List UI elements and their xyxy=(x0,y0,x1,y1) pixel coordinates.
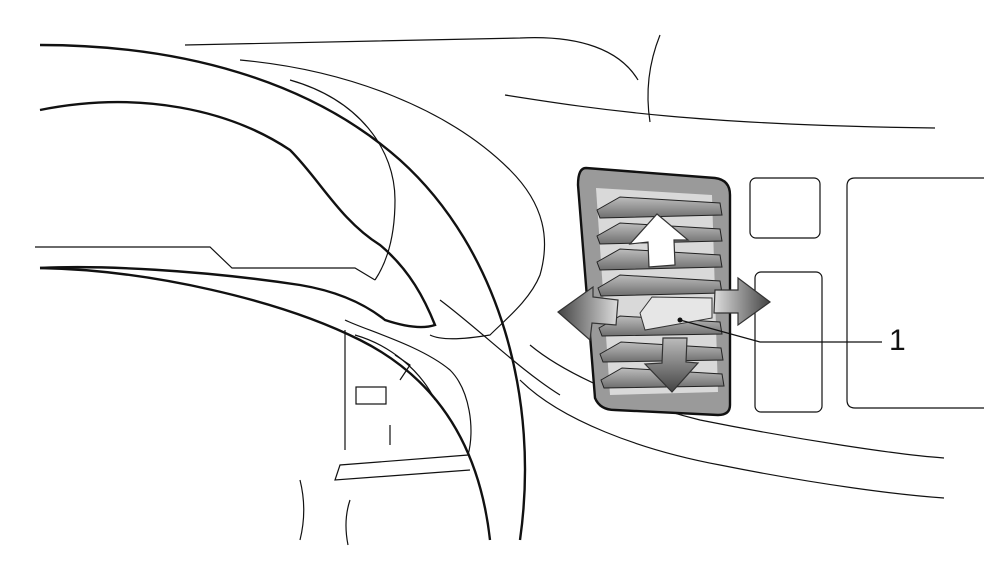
callout-leader xyxy=(677,317,882,343)
control-panels xyxy=(749,177,984,413)
arrow-left-icon xyxy=(557,285,619,342)
arrow-right-icon xyxy=(713,276,772,327)
steering-wheel xyxy=(39,43,527,546)
dashboard-outline xyxy=(35,34,945,499)
vent-adjuster-knob[interactable] xyxy=(639,296,713,331)
callout-label-1: 1 xyxy=(889,324,906,357)
arrow-down-icon xyxy=(643,337,700,393)
arrow-up-icon xyxy=(628,213,690,268)
air-vent xyxy=(557,166,772,417)
